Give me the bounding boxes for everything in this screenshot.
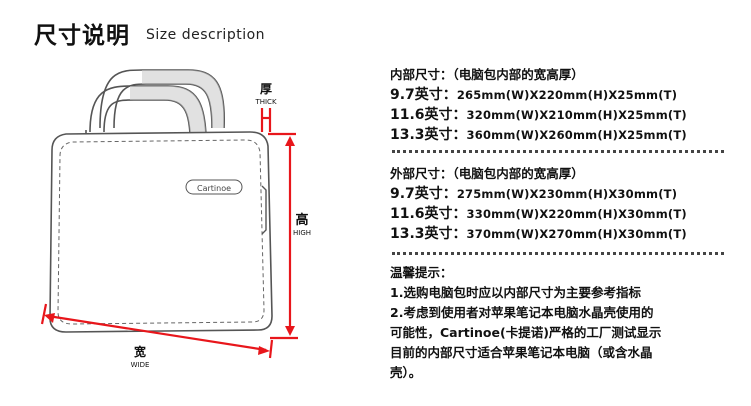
inner-size: 13.3英寸： [390, 127, 467, 143]
outer-dims: 330mm(W)X220mm(H)X30mm(T) [466, 207, 687, 221]
wide-dimension-marker [40, 303, 274, 359]
inner-row-13-3: 13.3英寸：360mm(W)X260mm(H)X25mm(T) [390, 125, 730, 145]
inner-row-11-6: 11.6英寸：320mm(W)X210mm(H)X25mm(T) [390, 105, 730, 125]
tips-line: 目前的内部尺寸适合苹果笔记本电脑（或含水晶 [390, 345, 653, 360]
divider [392, 252, 724, 255]
inner-size: 9.7英寸： [390, 87, 457, 103]
bag-stitching [57, 139, 265, 325]
thick-label-en: THICK [254, 98, 276, 106]
handle-fill [142, 70, 225, 128]
bag-body [49, 131, 273, 333]
outer-dims: 275mm(W)X230mm(H)X30mm(T) [456, 187, 678, 201]
inner-dims: 320mm(W)X210mm(H)X25mm(T) [466, 108, 687, 122]
outer-dimensions: 外部尺寸：（电脑包内部的宽高厚） 9.7英寸：275mm(W)X230mm(H)… [390, 164, 730, 244]
brand-label-icon [185, 179, 243, 195]
handle-fill-front [130, 86, 207, 156]
high-label-en: HIGH [293, 229, 311, 237]
outer-size: 13.3英寸： [390, 226, 467, 242]
inner-dimensions: 内部尺寸：（电脑包内部的宽高厚） 9.7英寸：265mm(W)X220mm(H)… [390, 65, 730, 145]
outer-row-9-7: 9.7英寸：275mm(W)X230mm(H)X30mm(T) [390, 184, 730, 204]
tips-heading: 温馨提示： [390, 265, 453, 280]
brand-label: Cartinoe [197, 184, 231, 193]
wide-label-en: WIDE [131, 361, 150, 369]
inner-row-9-7: 9.7英寸：265mm(W)X220mm(H)X25mm(T) [390, 85, 730, 105]
divider [392, 150, 724, 153]
page-subtitle: Size description [146, 27, 266, 43]
thick-label-cn: 厚 [260, 82, 272, 96]
tips-line: 1.选购电脑包时应以内部尺寸为主要参考指标 [390, 285, 641, 300]
inner-size: 11.6英寸： [390, 107, 467, 123]
outer-row-13-3: 13.3英寸：370mm(W)X270mm(H)X30mm(T) [390, 224, 730, 244]
inner-dims: 265mm(W)X220mm(H)X25mm(T) [456, 88, 678, 102]
inner-heading: 内部尺寸：（电脑包内部的宽高厚） [390, 67, 584, 82]
outer-heading: 外部尺寸：（电脑包内部的宽高厚） [390, 166, 584, 181]
high-dimension-marker [268, 132, 298, 340]
tips-line: 2.考虑到使用者对苹果笔记本电脑水晶壳使用的 [390, 305, 654, 320]
tips-section: 温馨提示： 1.选购电脑包时应以内部尺寸为主要参考指标 2.考虑到使用者对苹果笔… [390, 263, 735, 383]
tips-line: 可能性，Cartinoe(卡提诺)严格的工厂测试显示 [390, 325, 662, 340]
zipper-pull [261, 185, 267, 235]
outer-size: 11.6英寸： [390, 206, 467, 222]
page-title: 尺寸说明 [34, 23, 130, 49]
high-label-cn: 高 [295, 212, 308, 228]
bag-dimension-diagram: Cartinoe 厚 THICK 高 HIGH 宽 WIDE [40, 69, 311, 369]
wide-label-cn: 宽 [133, 344, 146, 359]
outer-size: 9.7英寸： [390, 186, 457, 202]
thick-dimension-marker [260, 108, 272, 132]
outer-row-11-6: 11.6英寸：330mm(W)X220mm(H)X30mm(T) [390, 204, 730, 224]
outer-dims: 370mm(W)X270mm(H)X30mm(T) [466, 227, 687, 241]
tips-line: 壳）。 [390, 365, 422, 380]
inner-dims: 360mm(W)X260mm(H)X25mm(T) [466, 128, 687, 142]
